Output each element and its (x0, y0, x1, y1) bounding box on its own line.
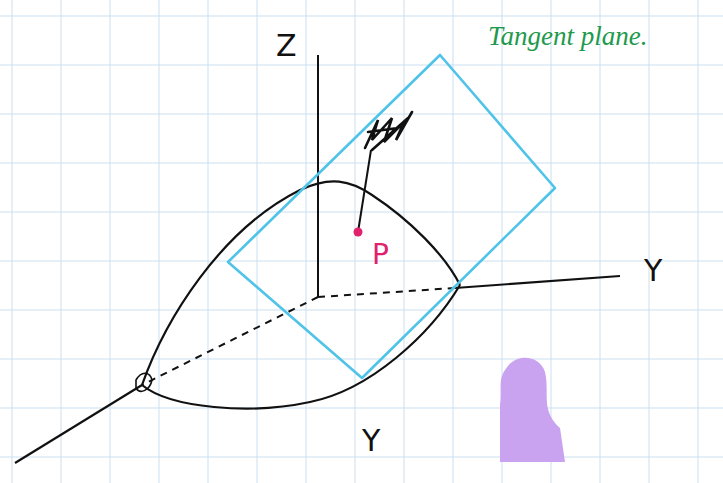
grid-line (551, 0, 552, 483)
grid-line (0, 163, 723, 164)
grid-line (698, 0, 699, 483)
grid-line (159, 0, 160, 483)
point-label: P (372, 240, 402, 269)
grid-line (355, 0, 356, 483)
axis-label: Y (362, 425, 402, 457)
axis-label: Y (644, 255, 684, 287)
grid-line (600, 0, 601, 483)
normal-vector (358, 150, 371, 232)
surface-tip (136, 373, 152, 391)
grid-line (257, 0, 258, 483)
grid-line (0, 359, 723, 360)
x-axis-hidden (142, 297, 318, 385)
axis-label: Z (276, 30, 316, 62)
surface-base-curve (142, 285, 460, 408)
x-axis (15, 385, 142, 463)
grid-line (0, 16, 723, 17)
grid-line (0, 65, 723, 66)
purple-blob (500, 358, 565, 462)
plane-title: Tangent plane. (488, 22, 658, 50)
grid-line (649, 0, 650, 483)
y-axis-hidden (318, 288, 455, 297)
grid-line (61, 0, 62, 483)
grid-line (306, 0, 307, 483)
grid-line (12, 0, 13, 483)
surface-top-curve (142, 181, 460, 385)
grid-line (110, 0, 111, 483)
grid-line (0, 457, 723, 458)
grid-line (208, 0, 209, 483)
grid-line (0, 261, 723, 262)
tangent-plane (228, 55, 555, 378)
grid-line (404, 0, 405, 483)
grid-line (0, 408, 723, 409)
height-dash (317, 185, 319, 297)
point-p (354, 228, 363, 237)
grid-line (0, 310, 723, 311)
grid-line (0, 114, 723, 115)
y-axis (455, 276, 620, 288)
normal-scribble (365, 112, 412, 150)
grid-line (453, 0, 454, 483)
